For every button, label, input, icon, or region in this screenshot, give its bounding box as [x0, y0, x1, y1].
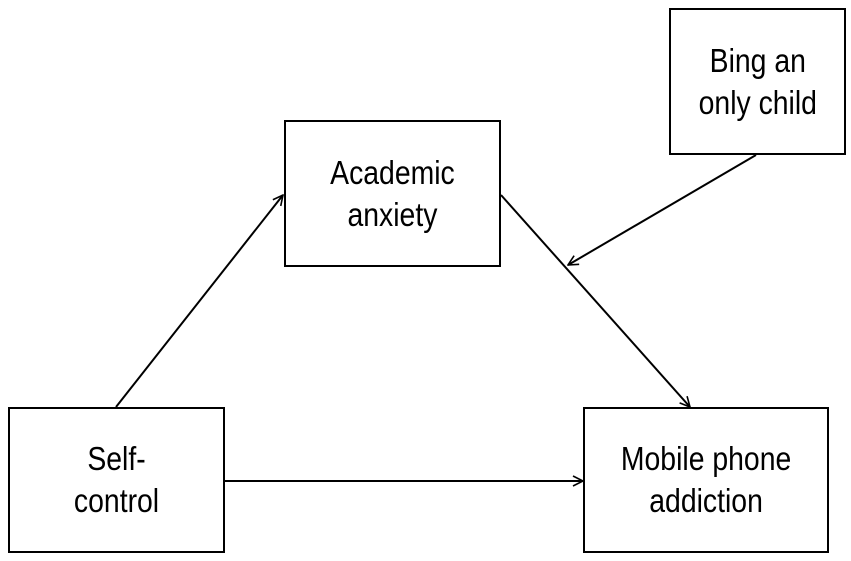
arrow-only-child-moderation	[568, 154, 757, 265]
arrow-self-control-to-academic-anxiety	[115, 195, 283, 408]
node-mobile-phone-addiction-label: Mobile phone addiction	[621, 438, 791, 522]
node-only-child: Bing an only child	[669, 8, 846, 155]
node-mobile-phone-addiction-line-1: Mobile phone	[620, 440, 792, 477]
node-mobile-phone-addiction-line-2: addiction	[649, 482, 763, 519]
node-academic-anxiety: Academic anxiety	[284, 120, 501, 267]
node-self-control-label: Self- control	[74, 438, 159, 522]
node-self-control-line-1: Self-	[87, 440, 146, 477]
node-academic-anxiety-label: Academic anxiety	[330, 152, 455, 236]
node-self-control: Self- control	[8, 407, 225, 553]
node-self-control-line-2: control	[73, 482, 160, 519]
node-only-child-line-1: Bing an	[709, 41, 806, 79]
node-academic-anxiety-line-1: Academic	[330, 153, 455, 191]
node-mobile-phone-addiction: Mobile phone addiction	[583, 407, 829, 553]
arrow-academic-anxiety-to-mobile-phone-addiction	[500, 194, 690, 407]
node-academic-anxiety-line-2: anxiety	[347, 195, 438, 233]
node-only-child-label: Bing an only child	[698, 40, 816, 124]
node-only-child-line-2: only child	[698, 83, 817, 121]
